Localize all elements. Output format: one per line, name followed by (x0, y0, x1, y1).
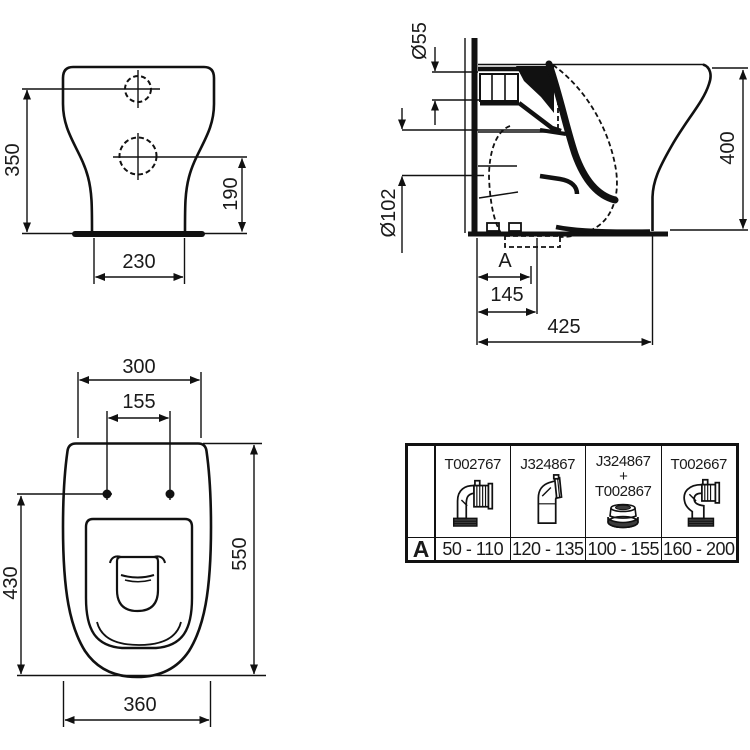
pan-plan-outline (61, 442, 213, 679)
foot-block-left (486, 222, 500, 232)
dim-label-360: 360 (123, 694, 157, 716)
seat-ring-inner-edge (96, 621, 182, 646)
water-line (120, 574, 155, 579)
sump-outline (115, 555, 160, 613)
part-number: J324867 (520, 456, 576, 473)
trap-step-lower (539, 173, 580, 195)
sump-ear-right (153, 555, 166, 564)
dim-label-190: 190 (220, 177, 242, 211)
part-number: T002767 (444, 456, 502, 473)
dim-label-425: 425 (547, 316, 581, 338)
sump-ear-left (109, 555, 122, 564)
table-row-label-a: A (408, 537, 434, 560)
pan-outline (61, 65, 216, 232)
funnel-channel (517, 101, 562, 134)
dim-label-550: 550 (229, 537, 251, 571)
table-corner-cell (408, 446, 434, 537)
connector-column-1: T002767 (434, 446, 510, 537)
dim-label-155: 155 (122, 391, 156, 413)
connector-column-2: J324867 (509, 446, 586, 537)
range-cell-3: 100 - 155 (585, 537, 661, 560)
dim-label-400: 400 (717, 131, 739, 165)
plan-view-drawing (17, 372, 266, 727)
seat-ring (84, 517, 194, 650)
dim-label-300: 300 (122, 356, 156, 378)
front-view-drawing (22, 65, 247, 284)
range-cell-2: 120 - 135 (509, 537, 585, 560)
dim-label-230: 230 (122, 251, 156, 273)
spigot-ribbed-connector (479, 73, 519, 102)
hidden-trap-outline (488, 64, 618, 248)
water-line-2 (124, 579, 152, 583)
eccentric-reducer-connector-icon (607, 503, 640, 529)
part-number-line-1: J324867 (595, 453, 651, 470)
elbow-90-pan-connector-icon (452, 479, 493, 527)
flush-funnel (516, 66, 554, 113)
part-number-line-3: T002867 (595, 483, 652, 500)
dim-label-145: 145 (490, 284, 524, 306)
connector-compatibility-table: T002767 J324867 (405, 443, 739, 563)
part-number-line-2: + (619, 468, 628, 485)
dim-label-d55: Ø55 (409, 22, 431, 60)
connector-column-3: J324867 + T002867 (585, 446, 661, 537)
foot-block-right (508, 222, 522, 232)
interior-line-3 (478, 191, 519, 199)
dim-label-d102: Ø102 (378, 188, 400, 238)
dim-label-350: 350 (2, 143, 24, 177)
bowl-bottom (555, 224, 651, 234)
offset-pan-connector-icon (537, 474, 563, 525)
swan-neck-pan-connector-icon (683, 478, 720, 527)
side-view-drawing (398, 38, 748, 346)
range-cell-1: 50 - 110 (434, 537, 510, 560)
connector-column-4: T002667 (660, 446, 737, 537)
dim-label-430: 430 (0, 566, 22, 600)
part-number: T002667 (670, 456, 728, 473)
range-cell-4: 160 - 200 (660, 537, 736, 560)
dim-label-a: A (498, 250, 512, 272)
bowl-outer-profile (651, 63, 712, 231)
